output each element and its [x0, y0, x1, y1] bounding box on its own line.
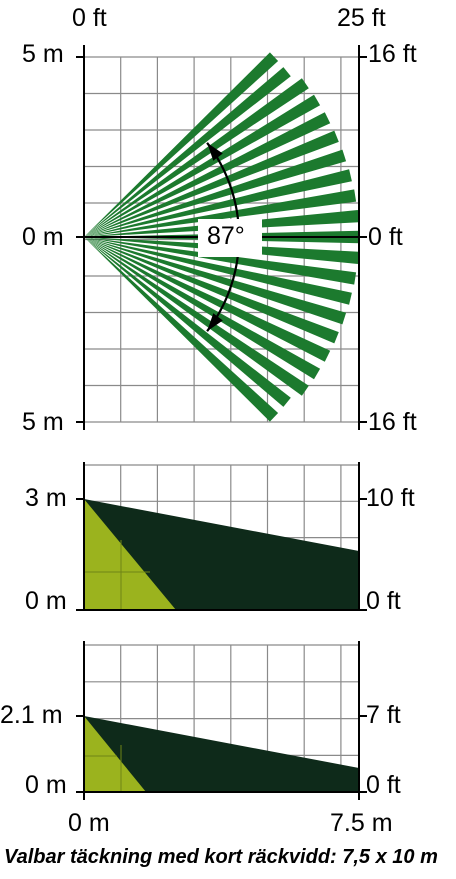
- beam: [84, 237, 279, 422]
- top-left-ft-label: 0 ft: [72, 4, 107, 32]
- beam: [84, 169, 352, 237]
- beam: [84, 237, 291, 407]
- coverage-zone-light: [84, 499, 176, 610]
- top-view-left-bottom-label: 5 m: [22, 408, 64, 436]
- side1-right-bottom-label: 0 ft: [366, 587, 401, 615]
- beam: [84, 237, 357, 285]
- beam: [84, 237, 339, 344]
- beam: [84, 112, 331, 237]
- top-view-right-top-label: 16 ft: [368, 40, 417, 68]
- beam: [84, 149, 347, 237]
- side2-left-bottom-label: 0 m: [25, 771, 67, 799]
- detection-beams: [84, 52, 360, 422]
- beam: [84, 237, 309, 396]
- top-view-right-mid-label: 0 ft: [368, 223, 403, 251]
- beam: [84, 94, 321, 237]
- beam: [84, 130, 339, 237]
- angle-label-background: [198, 219, 262, 257]
- beam: [84, 67, 291, 237]
- top-right-ft-label: 25 ft: [337, 4, 386, 32]
- side1-left-bottom-label: 0 m: [25, 587, 67, 615]
- coverage-zone-dark: [84, 716, 359, 792]
- top-view-right-bottom-label: 16 ft: [368, 408, 417, 436]
- arrow-head: [207, 313, 223, 332]
- side2-right-bottom-label: 0 ft: [366, 771, 401, 799]
- side1-left-top-label: 3 m: [25, 484, 67, 512]
- side1-right-top-label: 10 ft: [366, 484, 415, 512]
- beam: [84, 237, 331, 362]
- beam: [84, 78, 309, 237]
- arrow-head: [207, 142, 223, 161]
- top-view-axes: [76, 45, 367, 430]
- coverage-zone-light: [84, 716, 146, 792]
- side2-right-top-label: 7 ft: [366, 701, 401, 729]
- angle-label: 87°: [207, 222, 245, 250]
- top-view-left-top-label: 5 m: [22, 40, 64, 68]
- side-view-1-axes: [76, 462, 367, 611]
- beam: [84, 52, 279, 238]
- side-view-2-zone: [84, 716, 359, 792]
- bottom-left-m-label: 0 m: [68, 809, 110, 837]
- beam: [84, 237, 347, 325]
- top-view-left-mid-label: 0 m: [22, 223, 64, 251]
- side-view-1-zone: [84, 499, 359, 610]
- beam: [84, 189, 357, 237]
- beam: [84, 237, 352, 305]
- side-view-2-axes: [76, 641, 367, 800]
- beam: [84, 237, 321, 380]
- coverage-caption: Valbar täckning med kort räckvidd: 7,5 x…: [4, 846, 438, 868]
- side2-left-top-label: 2.1 m: [0, 701, 63, 729]
- bottom-right-m-label: 7.5 m: [330, 809, 393, 837]
